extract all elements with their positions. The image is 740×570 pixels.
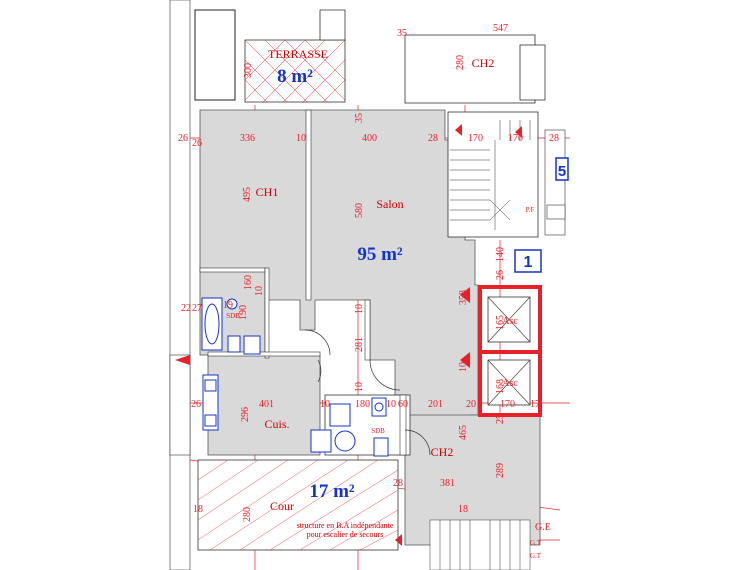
asc1-label: Asc bbox=[502, 316, 518, 327]
cuis-label: Cuis. bbox=[264, 417, 289, 431]
sdb1-label: SDB bbox=[226, 312, 240, 320]
dim-140: 140 bbox=[495, 247, 506, 262]
bathroom-fixtures bbox=[201, 297, 389, 457]
pf-label: P.F bbox=[526, 206, 535, 214]
note-line-2: pour escalier de secours bbox=[307, 530, 384, 539]
dim-280b: 280 bbox=[242, 507, 253, 522]
dim-160: 160 bbox=[243, 275, 254, 290]
ge-label-1: G.E bbox=[535, 522, 551, 533]
dim-26a: 26 bbox=[178, 133, 188, 144]
dim-10g: 10 bbox=[386, 399, 396, 410]
dim-27: 27 bbox=[192, 303, 202, 314]
red-markers bbox=[395, 124, 522, 546]
dim-170b: 170 bbox=[508, 133, 523, 144]
dim-10f: 10 bbox=[320, 399, 330, 410]
cour-label: Cour bbox=[270, 499, 294, 513]
dim-20: 20 bbox=[466, 399, 476, 410]
kitchen-fixtures bbox=[202, 374, 219, 431]
dim-296: 296 bbox=[240, 407, 251, 422]
ch2-top-room bbox=[404, 34, 536, 104]
dim-336: 336 bbox=[240, 133, 255, 144]
dim-10a: 10 bbox=[296, 133, 306, 144]
salon-area-label: 95 m² bbox=[357, 244, 403, 265]
dim-60: 60 bbox=[398, 399, 408, 410]
lift-shafts bbox=[478, 285, 542, 417]
dim-10e: 10 bbox=[458, 362, 469, 372]
ch1-label: CH1 bbox=[256, 185, 279, 199]
dim-495: 495 bbox=[242, 187, 253, 202]
dim-10d: 10 bbox=[354, 382, 365, 392]
ch2-top-label: CH2 bbox=[472, 56, 495, 70]
dimension-numbers: 547 300 280 35 26 26 336 10 35 400 28 28… bbox=[178, 23, 559, 522]
dim-26c: 26 bbox=[495, 270, 506, 280]
dim-580: 580 bbox=[354, 203, 365, 218]
dim-18a: 18 bbox=[193, 504, 203, 515]
dim-17: 17 bbox=[530, 399, 540, 410]
door-arcs bbox=[304, 329, 431, 456]
dim-168: 168 bbox=[495, 379, 506, 394]
dim-18b: 18 bbox=[458, 504, 468, 515]
ge-label-3: G.T bbox=[530, 552, 542, 560]
dim-201: 201 bbox=[428, 399, 443, 410]
wall-top-left bbox=[194, 9, 236, 101]
dim-28c: 28 bbox=[393, 478, 403, 489]
staircase-bottom bbox=[429, 519, 531, 570]
dim-180: 180 bbox=[355, 399, 370, 410]
marker-box-1 bbox=[514, 249, 542, 273]
asc2-label: Asc bbox=[502, 378, 518, 389]
dim-400: 400 bbox=[362, 133, 377, 144]
marker-number: 1 bbox=[524, 254, 533, 271]
dim-26d: 26 bbox=[191, 399, 201, 410]
dim-165: 165 bbox=[495, 315, 506, 330]
dim-280a: 280 bbox=[455, 55, 466, 70]
dim-170a: 170 bbox=[468, 133, 483, 144]
left-wall-strip bbox=[169, 0, 191, 570]
cour-area-label: 17 m² bbox=[309, 481, 355, 502]
dim-170c: 170 bbox=[500, 399, 515, 410]
dim-26b: 26 bbox=[192, 138, 202, 149]
dim-25: 25 bbox=[495, 414, 506, 424]
dim-190: 190 bbox=[238, 305, 249, 320]
dim-10c: 10 bbox=[354, 304, 365, 314]
cour-area bbox=[197, 459, 399, 551]
marker-box-5 bbox=[555, 157, 569, 181]
note-line-1: structure en B.A indépendante bbox=[297, 521, 394, 530]
salon-label: Salon bbox=[376, 197, 403, 211]
dim-401: 401 bbox=[259, 399, 274, 410]
staircase-top bbox=[447, 111, 539, 238]
dim-28a: 28 bbox=[428, 133, 438, 144]
terrasse-hatch bbox=[244, 39, 346, 103]
marker-top-right: 5 bbox=[558, 163, 566, 180]
dim-19: 19 bbox=[223, 300, 233, 311]
dim-22: 22 bbox=[181, 303, 191, 314]
dim-381: 381 bbox=[440, 478, 455, 489]
dim-28b: 28 bbox=[549, 133, 559, 144]
dim-300: 300 bbox=[243, 63, 254, 78]
kitchen-floor bbox=[207, 354, 321, 456]
terrasse-area-label: 8 m² bbox=[277, 66, 313, 87]
dim-289: 289 bbox=[495, 463, 506, 478]
dim-35a: 35 bbox=[397, 28, 407, 39]
terrasse-label: TERRASSE bbox=[268, 47, 328, 61]
dim-35b: 35 bbox=[354, 113, 365, 123]
ge-label-2: G.T bbox=[530, 539, 542, 547]
dim-547: 547 bbox=[493, 23, 508, 34]
dim-281: 281 bbox=[354, 337, 365, 352]
dim-465: 465 bbox=[458, 425, 469, 440]
ch2-label: CH2 bbox=[431, 445, 454, 459]
dim-10b: 10 bbox=[254, 286, 265, 296]
dim-358: 358 bbox=[458, 290, 469, 305]
sdb2-label: SDB bbox=[371, 427, 385, 435]
